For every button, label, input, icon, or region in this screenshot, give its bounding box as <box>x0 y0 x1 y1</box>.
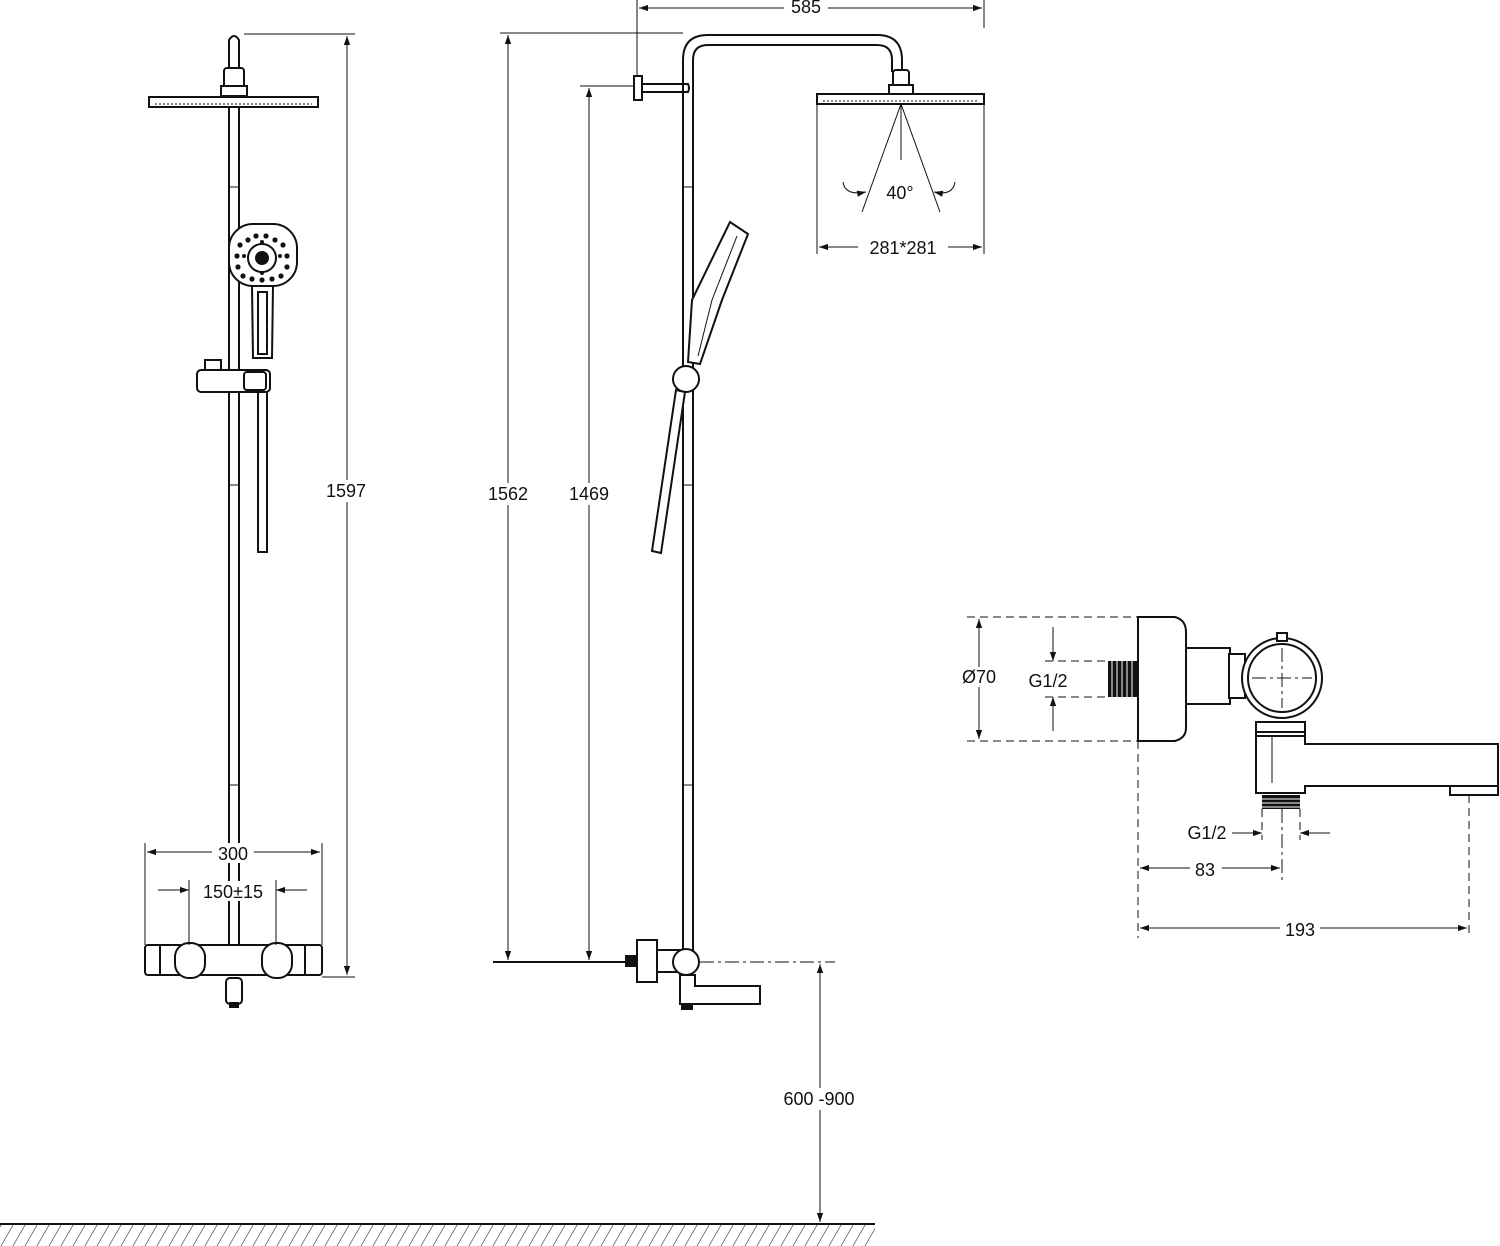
dimensions-front <box>144 33 355 978</box>
front-view <box>144 33 355 1008</box>
dim-projection: 585 <box>791 0 821 17</box>
wall-bracket-side <box>633 75 690 101</box>
dimension-labels: 300 150±15 1597 585 1562 1469 40° 281*28… <box>195 0 1320 1110</box>
dim-mount-height: 600 -900 <box>783 1089 854 1109</box>
mixer-detail <box>967 616 1499 938</box>
side-view <box>493 0 985 1222</box>
head-connector-base <box>220 85 248 97</box>
dim-outlet-offset: 83 <box>1195 860 1215 880</box>
dim-spray-angle: 40° <box>886 183 913 203</box>
dim-spout-length: 193 <box>1285 920 1315 940</box>
head-connector-side <box>892 69 910 87</box>
mixer-front <box>144 942 323 1008</box>
dim-inlet-thread: G1/2 <box>1028 671 1067 691</box>
mixer-side <box>625 939 761 1010</box>
rail-top-cap <box>228 35 240 78</box>
dim-height-top: 1562 <box>488 484 528 504</box>
dim-total-height: 1597 <box>326 481 366 501</box>
rain-head-front <box>148 96 319 108</box>
dim-inlet-spacing: 150±15 <box>203 882 263 902</box>
rain-head-side <box>816 93 985 105</box>
floor-line <box>0 1223 875 1246</box>
dimensions-side <box>493 0 985 1222</box>
dim-height-bracket: 1469 <box>569 484 609 504</box>
dim-head-size: 281*281 <box>869 238 936 258</box>
escutcheon <box>1137 616 1187 742</box>
dimensions-detail <box>967 616 1470 938</box>
shower-arm <box>682 34 903 955</box>
dim-outlet-thread: G1/2 <box>1187 823 1226 843</box>
hand-shower-front <box>228 223 298 359</box>
dim-width-300: 300 <box>218 844 248 864</box>
slide-holder-front <box>196 359 271 553</box>
hand-shower-side <box>650 220 750 555</box>
dim-body-diameter: Ø70 <box>962 667 996 687</box>
